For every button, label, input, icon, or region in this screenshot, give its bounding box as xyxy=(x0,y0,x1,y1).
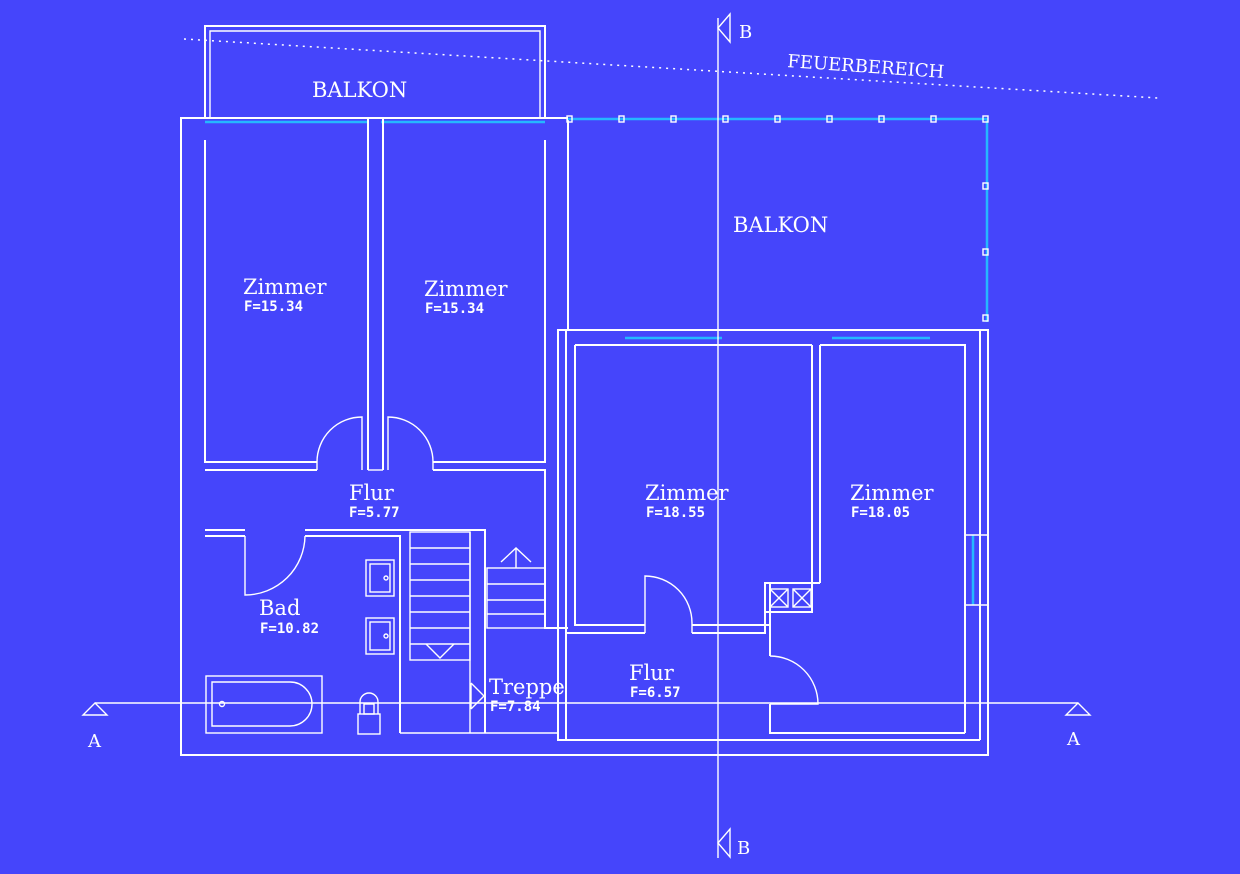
fire-zone-label: FEUERBEREICH xyxy=(787,51,945,83)
room-bad-name: Bad xyxy=(259,596,300,620)
outer-walls xyxy=(180,117,989,756)
room-zimmer-2-area: F=15.34 xyxy=(425,301,484,317)
balkon-left-label: BALKON xyxy=(312,78,407,102)
section-line-a xyxy=(81,702,1092,716)
room-zimmer-3-name: Zimmer xyxy=(645,481,730,505)
room-zimmer-4-name: Zimmer xyxy=(850,481,935,505)
section-line-b xyxy=(717,12,731,859)
room-flur-lower-name: Flur xyxy=(629,661,675,685)
room-zimmer-1-area: F=15.34 xyxy=(244,299,303,315)
room-zimmer-1-name: Zimmer xyxy=(243,275,328,299)
room-flur-lower-area: F=6.57 xyxy=(630,685,681,701)
room-treppe-name: Treppe xyxy=(489,675,565,699)
windows xyxy=(205,120,988,606)
fire-zone-line xyxy=(183,38,1159,99)
section-a-left-label: A xyxy=(87,731,102,752)
room-zimmer-3-area: F=18.55 xyxy=(646,505,705,521)
section-a-right-label: A xyxy=(1066,729,1081,750)
bathroom-fixtures xyxy=(205,559,395,735)
lower-rooms xyxy=(566,330,981,741)
bathroom-walls xyxy=(205,529,558,734)
room-flur-upper-name: Flur xyxy=(349,481,395,505)
staircase xyxy=(409,531,546,733)
room-flur-upper-area: F=5.77 xyxy=(349,505,400,521)
doors-upper xyxy=(205,416,568,629)
balcony-top-left xyxy=(204,25,546,118)
partition-upper xyxy=(367,118,384,471)
balkon-right-label: BALKON xyxy=(733,213,828,237)
room-zimmer-4-area: F=18.05 xyxy=(851,505,910,521)
room-zimmer-2-name: Zimmer xyxy=(424,277,509,301)
balcony-right xyxy=(566,115,989,322)
room-treppe-area: F=7.84 xyxy=(490,699,541,715)
section-b-top-label: B xyxy=(739,22,752,43)
room-bad-area: F=10.82 xyxy=(260,621,319,637)
section-b-bottom-label: B xyxy=(737,838,750,859)
